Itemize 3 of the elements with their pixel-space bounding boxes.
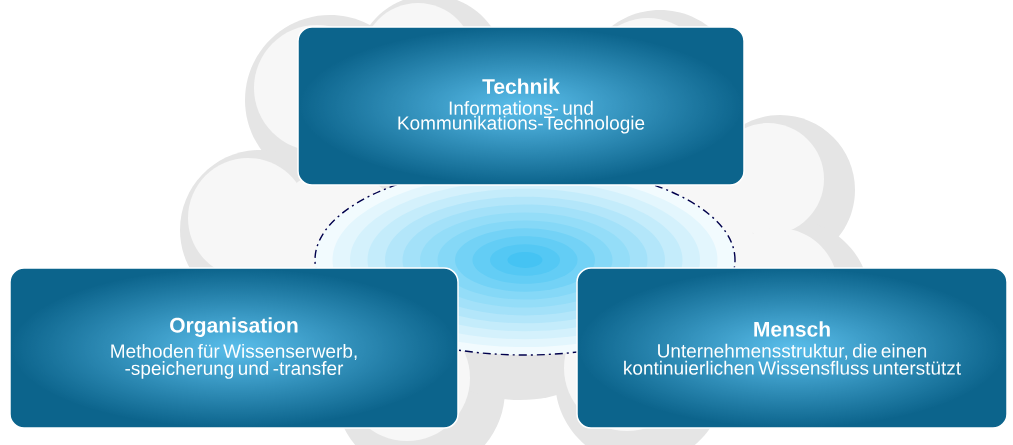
- text-box: Technik Informations- und Kommunikations-Technologie: [297, 26, 745, 186]
- text-box: Organisation Methoden für Wissenserwerb, -speicherung und -transfer: [9, 267, 459, 429]
- text-box: Mensch Unternehmensstruktur, die einen kontinuierlichen Wissensfluss unterstützt: [576, 267, 1008, 429]
